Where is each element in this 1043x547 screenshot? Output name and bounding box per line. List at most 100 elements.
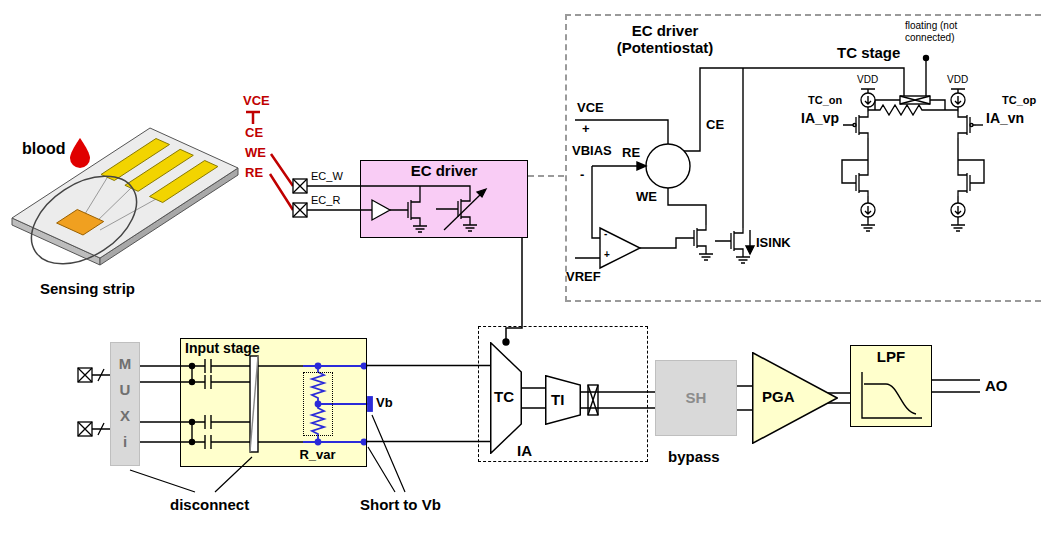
note: floating (not connected) [905, 20, 989, 43]
tc-stage-schematic [900, 96, 930, 104]
lpf-box: LPF [850, 345, 932, 427]
ec-driver-circuit [307, 186, 470, 210]
node-title: TI [551, 391, 564, 408]
blood-drop [70, 138, 90, 168]
leader-lines [130, 415, 405, 492]
mux-box: M U X i [110, 342, 140, 466]
input-stage-circuit [190, 364, 195, 369]
input-stage-circuit [250, 356, 258, 452]
ec-driver-circuit [413, 223, 427, 232]
ec-driver-circuit [444, 193, 482, 230]
electrode-label: VCE [242, 94, 271, 109]
tc-stage-schematic [958, 160, 984, 183]
tc-stage-schematic [842, 56, 984, 232]
tc-stage-schematic [924, 56, 929, 61]
box-fill [360, 160, 528, 238]
input-stage-circuit [368, 397, 372, 411]
signal-wire [367, 366, 490, 442]
input-stage-circuit [180, 366, 250, 442]
input-stage-circuit [180, 356, 372, 452]
annotation: bypass [668, 448, 720, 465]
ec-driver-circuit [452, 196, 470, 222]
ec-driver-box: EC driver [360, 160, 528, 238]
tc-trapezoid: TC [490, 342, 522, 454]
polarity-sign: - [604, 228, 607, 240]
ec-driver-circuit [402, 197, 420, 223]
signal-name: VCE [577, 101, 604, 116]
potentiostat-schematic [575, 120, 668, 144]
signal-name: VBIAS [572, 144, 612, 159]
sensing-strip [57, 210, 104, 236]
signal-name: ISINK [756, 236, 791, 251]
signal-chain-parts [932, 380, 980, 392]
tc-stage-schematic [958, 112, 976, 138]
potentiostat-schematic [715, 68, 750, 247]
pads [293, 179, 307, 193]
sensing-strip [150, 161, 218, 203]
supply-name: VDD [857, 74, 878, 86]
node-title: IA [517, 442, 532, 459]
zoom-line [528, 175, 565, 177]
input-stage-circuit [316, 440, 321, 445]
pads [293, 179, 307, 193]
polarity-sign: + [582, 122, 590, 137]
node-title: R_var [299, 448, 335, 463]
input-stage-circuit [191, 366, 192, 442]
part-name: Sensing strip [40, 280, 135, 297]
tc-stage-schematic [850, 170, 868, 196]
amplifier-group: IA TC TI [478, 326, 648, 462]
tc-stage-schematic [951, 89, 965, 112]
input-stage-circuit [312, 404, 324, 442]
box-fill [850, 345, 932, 427]
potentiostat-schematic [725, 228, 743, 254]
signal-wire [581, 392, 655, 408]
input-stage-circuit [303, 364, 372, 445]
tc-stage-schematic [850, 112, 868, 138]
node-title: TC [494, 388, 514, 405]
pads [78, 368, 92, 382]
sensing-strip [12, 128, 238, 258]
signal-name: Vb [376, 396, 393, 411]
polarity-sign: + [604, 249, 610, 261]
node-title: Input stage [185, 340, 260, 356]
input-stage-circuit [190, 380, 195, 385]
tc-stage-schematic [861, 203, 875, 217]
input-stage-circuit [303, 366, 368, 442]
pga-triangle: PGA [752, 352, 838, 444]
signal-chain-parts [588, 385, 598, 415]
tc-stage-schematic [951, 222, 965, 231]
pin-name: TC_op [1002, 94, 1036, 107]
node-subtitle: TC stage [837, 44, 900, 61]
input-stage-circuit [258, 366, 303, 442]
input-stage-circuit [190, 420, 195, 425]
sample-hold-box: SH [655, 360, 737, 436]
signal-wire [522, 388, 545, 408]
potentiostat-schematic [688, 225, 706, 251]
ec-driver-circuit [307, 186, 486, 232]
potentiostat-schematic [646, 144, 690, 188]
electrode-wires [270, 154, 293, 210]
box-fill [655, 360, 737, 436]
sensing-strip [16, 158, 152, 282]
ec-driver-circuit [463, 222, 477, 231]
resistor-array-box: R_var [303, 372, 333, 436]
ec-driver-circuit [477, 189, 486, 197]
pads [78, 422, 92, 436]
signal-name: EC_W [311, 170, 343, 183]
potentiostat-schematic [600, 228, 640, 268]
tc-stage-schematic [900, 96, 930, 104]
tc-stage-schematic [976, 124, 983, 125]
signal-wire [737, 386, 752, 410]
tc-stage-schematic [951, 93, 965, 107]
node-title: PGA [762, 388, 795, 405]
potentiostat-schematic [736, 254, 750, 263]
box-fill [180, 338, 367, 467]
pads [78, 179, 307, 436]
pads [78, 368, 92, 382]
tc-stage-schematic [861, 222, 875, 231]
node-title: LPF [877, 348, 905, 365]
potentiostat-schematic [699, 251, 713, 260]
annotation: disconnect [170, 496, 249, 513]
